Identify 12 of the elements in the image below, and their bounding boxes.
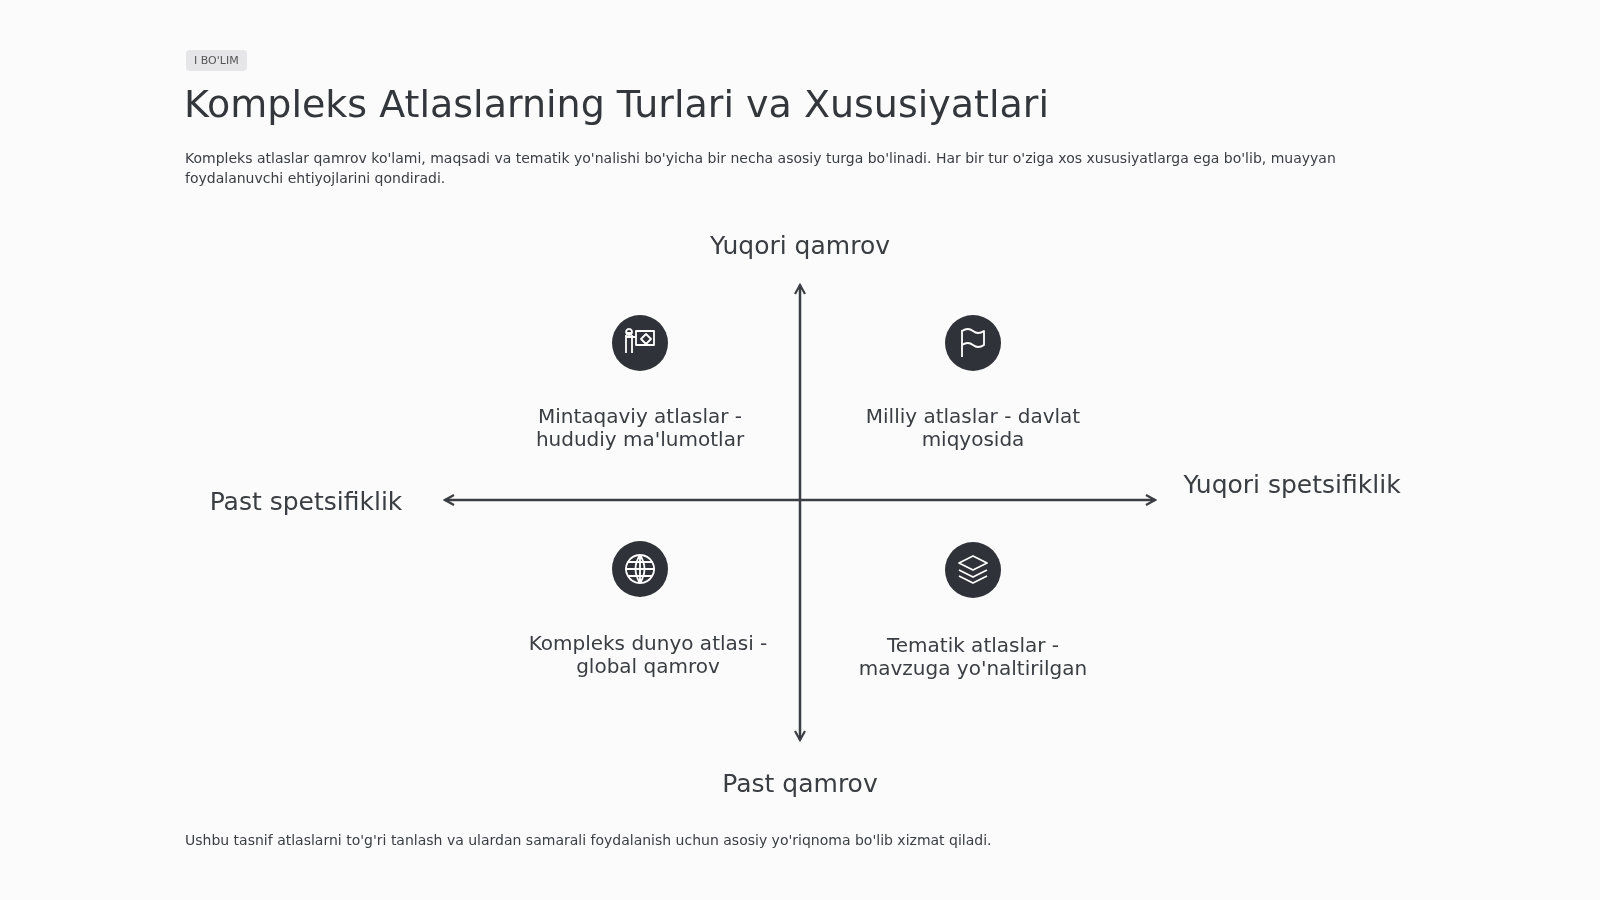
quadrant-label: Milliy atlaslar - davlat miqyosida xyxy=(864,405,1082,451)
axis-label: Past qamrov xyxy=(722,768,878,798)
axis-label: Yuqori spetsifiklik xyxy=(1183,469,1401,499)
section-badge: I BO'LIM xyxy=(186,50,247,71)
quadrant-label: Kompleks dunyo atlasi - global qamrov xyxy=(527,632,769,678)
axis-label: Yuqori qamrov xyxy=(710,230,890,260)
quadrant-label: Tematik atlaslar - mavzuga yo'naltirilgan xyxy=(857,634,1089,680)
description: Kompleks atlaslar qamrov ko'lami, maqsadi va tematik yo'nalishi bo'yicha bir necha asosiy turga bo'linadi. Har bir tur o'ziga xos xususiyatlarga ega bo'lib, muayyan foydalanuvchi ehtiyojlarini qondiradi. xyxy=(185,149,1337,188)
axis-label: Past spetsifiklik xyxy=(209,486,403,516)
quadrant-label: Mintaqaviy atlaslar - hududiy ma'lumotlar xyxy=(534,405,746,451)
caption: Ushbu tasnif atlaslarni to'g'ri tanlash va ulardan samarali foydalanish uchun asosiy yo'riqnoma bo'lib xizmat qiladi. xyxy=(185,832,992,848)
title: Kompleks Atlaslarning Turlari va Xususiyatlari xyxy=(184,82,1049,126)
